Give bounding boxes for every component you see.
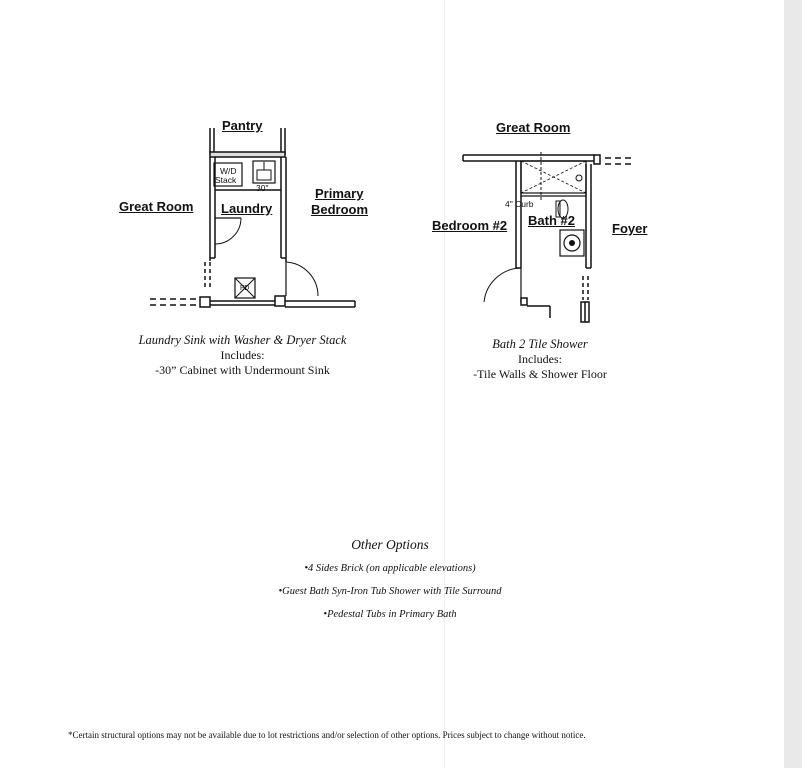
other-option-item: •Guest Bath Syn-Iron Tub Shower with Til… — [278, 586, 502, 597]
page-edge — [784, 0, 802, 768]
fixture-label-curb: 4" Curb — [505, 199, 534, 209]
bath2-plan-drawing — [462, 152, 635, 323]
room-label-laundry: Laundry — [221, 201, 273, 216]
page-fold — [444, 0, 445, 768]
fixture-label-fd: FD — [240, 285, 250, 292]
bath2-floor-plan: Great Room Bedroom #2 Bath #2 Foyer 4" C… — [420, 0, 780, 330]
fixture-label-30in: 30" — [256, 183, 269, 193]
other-options-heading: Other Options — [351, 537, 429, 552]
laundry-caption: Laundry Sink with Washer & Dryer Stack I… — [110, 333, 375, 378]
laundry-caption-item: -30” Cabinet with Undermount Sink — [155, 363, 330, 377]
laundry-floor-plan: Pantry Great Room Laundry Primary Bedroo… — [0, 0, 420, 330]
laundry-plan-drawing — [150, 128, 356, 308]
disclaimer: *Certain structural options may not be a… — [68, 730, 586, 740]
room-label-pantry: Pantry — [222, 118, 263, 133]
bath2-caption-includes: Includes: — [518, 352, 562, 366]
laundry-caption-title: Laundry Sink with Washer & Dryer Stack — [138, 333, 347, 347]
bath2-caption-title: Bath 2 Tile Shower — [492, 337, 588, 351]
other-option-item: •4 Sides Brick (on applicable elevations… — [304, 563, 476, 574]
laundry-caption-includes: Includes: — [220, 348, 265, 362]
room-label-great-room: Great Room — [119, 199, 194, 214]
other-option-item: •Pedestal Tubs in Primary Bath — [323, 609, 457, 620]
room-label-bedroom: Bedroom — [311, 202, 369, 217]
room-label-bath-2: Bath #2 — [528, 213, 575, 228]
room-label-great-room: Great Room — [496, 120, 571, 135]
fixture-label-wd: W/D — [220, 166, 237, 176]
bath2-caption: Bath 2 Tile Shower Includes: -Tile Walls… — [430, 337, 650, 382]
other-options: Other Options •4 Sides Brick (on applica… — [200, 537, 580, 632]
room-label-primary: Primary — [315, 186, 364, 201]
fixture-label-stack: Stack — [215, 175, 237, 185]
room-label-bedroom-2: Bedroom #2 — [432, 218, 508, 233]
room-label-foyer: Foyer — [612, 221, 648, 236]
bath2-caption-item: -Tile Walls & Shower Floor — [473, 367, 607, 381]
